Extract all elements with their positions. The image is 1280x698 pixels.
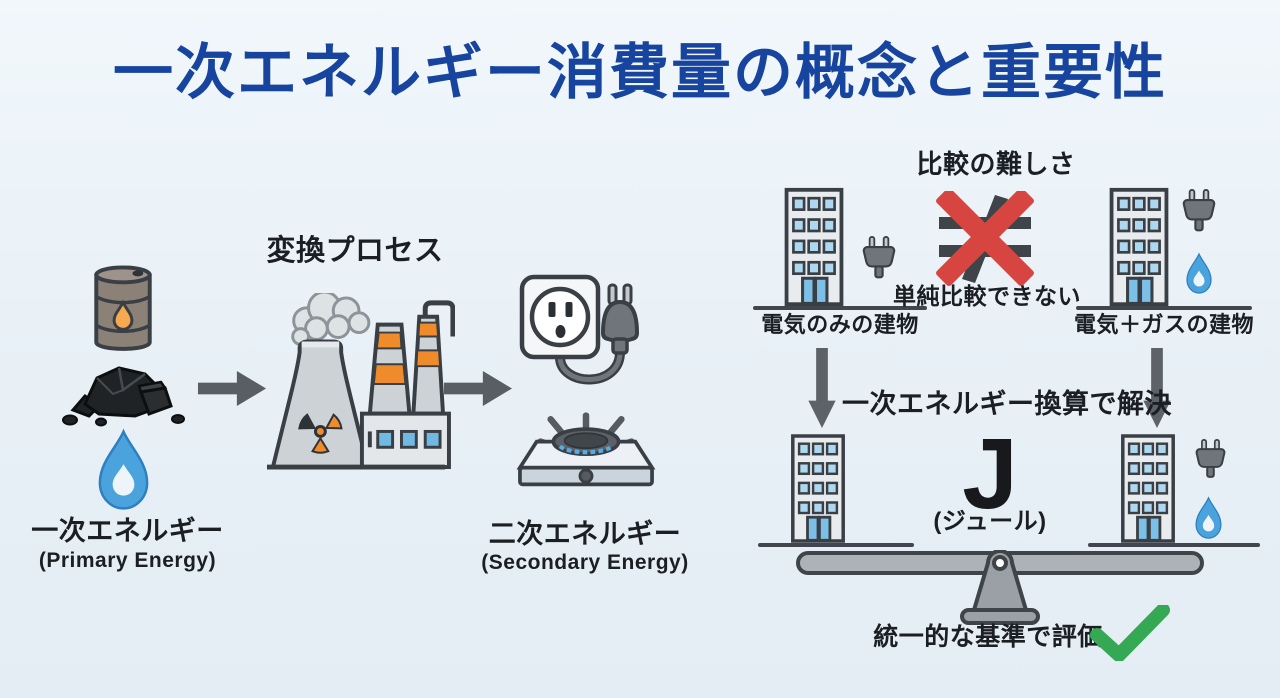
page-title: 一次エネルギー消費量の概念と重要性	[113, 39, 1167, 106]
check-mark-icon	[1090, 605, 1170, 661]
ground-line	[1076, 306, 1252, 310]
conversion-process-label: 変換プロセス	[266, 235, 444, 267]
joule-unit-symbol: J	[962, 418, 1018, 530]
plug-icon	[1194, 433, 1227, 489]
building-electric-icon	[775, 186, 853, 308]
secondary-energy-label-ja: 二次エネルギー	[488, 519, 682, 549]
coal-icon	[56, 356, 188, 428]
plug-icon	[861, 231, 897, 289]
gas-flame-icon	[1183, 247, 1215, 301]
balance-scale-icon	[795, 550, 1205, 628]
ground-line	[758, 543, 914, 547]
building-electric-gas-label: 電気＋ガスの建物	[1073, 312, 1254, 337]
primary-energy-label-ja: 一次エネルギー	[31, 516, 224, 546]
down-arrow-icon	[807, 348, 837, 428]
outlet-plug-icon	[517, 273, 657, 401]
joule-unit-name: (ジュール)	[933, 508, 1047, 535]
down-arrow-icon	[1142, 348, 1172, 428]
building-electric-label: 電気のみの建物	[761, 312, 919, 337]
comparison-note: 単純比較できない	[893, 283, 1081, 309]
gas-flame-icon	[92, 428, 155, 514]
building-electric-icon	[783, 432, 853, 545]
gas-flame-icon	[1192, 493, 1225, 544]
building-electric-gas-icon	[1100, 186, 1178, 308]
comparison-heading: 比較の難しさ	[916, 149, 1076, 179]
right-arrow-icon	[444, 371, 512, 406]
oil-barrel-icon	[88, 263, 158, 358]
power-plant-icon	[257, 293, 455, 471]
plug-icon	[1181, 187, 1217, 239]
building-electric-gas-icon	[1113, 432, 1183, 545]
solution-footer: 統一的な基準で評価	[873, 623, 1103, 651]
gas-stove-icon	[516, 410, 656, 490]
primary-energy-label-en: (Primary Energy)	[38, 549, 217, 572]
ground-line	[1088, 543, 1260, 547]
right-arrow-icon	[197, 371, 267, 406]
solution-heading: 一次エネルギー換算で解決	[842, 389, 1172, 419]
ground-line	[753, 306, 927, 310]
not-equal-cross-icon	[933, 191, 1037, 287]
secondary-energy-label-en: (Secondary Energy)	[481, 551, 689, 574]
